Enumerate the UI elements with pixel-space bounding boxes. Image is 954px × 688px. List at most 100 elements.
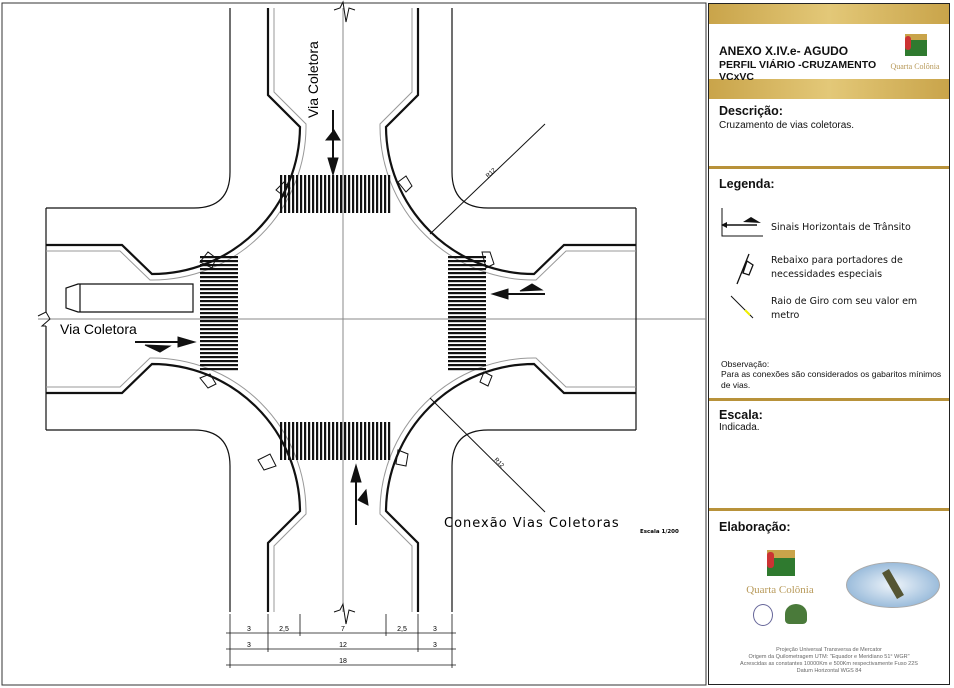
crosswalk-south-stripe [304, 422, 307, 460]
curb-ramp-icon [736, 253, 754, 285]
footer-line: Acrescidas as constantes 10000Km e 500Km… [740, 661, 918, 667]
crosswalk-west-stripe [200, 276, 238, 279]
crosswalk-south-stripe [344, 422, 347, 460]
dim-label: 3 [247, 642, 251, 649]
crosswalk-west-stripe [200, 320, 238, 323]
observacao-title: Observação: [721, 359, 770, 369]
crosswalk-east-stripe [448, 308, 486, 311]
crosswalk-west-stripe [200, 344, 238, 347]
crosswalk-south-stripe [360, 422, 363, 460]
curbs [46, 8, 636, 612]
road-outer-edges [45, 8, 637, 612]
crosswalk-east-stripe [448, 352, 486, 355]
crosswalk-east-stripe [448, 348, 486, 351]
legend-item-text: Sinais Horizontais de Trânsito [771, 222, 911, 233]
tree-logo-icon [785, 604, 807, 624]
radius-label-se: R12 [493, 457, 505, 469]
quarta-colonia-logo: Quarta Colônia [885, 28, 945, 78]
arrow-south-lane-icon [350, 463, 369, 525]
crosswalk-east-stripe [448, 280, 486, 283]
crosswalk-north-stripe [388, 175, 391, 213]
escala-text: Indicada. [719, 422, 760, 433]
satellite-logo-icon [846, 562, 940, 608]
crosswalk-west-stripe [200, 332, 238, 335]
crosswalk-south-stripe [376, 422, 379, 460]
footer-line: Origem da Quilometragem UTM: "Equador e … [748, 654, 910, 660]
crosswalk-south-stripe [308, 422, 311, 460]
crosswalk-north-stripe [344, 175, 347, 213]
crosswalk-west-stripe [200, 360, 238, 363]
radius-label-ne: R12 [485, 167, 498, 179]
crosswalk-north-stripe [304, 175, 307, 213]
crosswalk-south-stripe [340, 422, 343, 460]
crosswalk-east-stripe [448, 360, 486, 363]
crosswalk-west-stripe [200, 268, 238, 271]
crosswalk-east-stripe [448, 332, 486, 335]
crosswalk-east-stripe [448, 356, 486, 359]
legenda-title: Legenda: [719, 177, 775, 191]
curb-ramp-icon [395, 449, 409, 467]
crosswalk-west-stripe [200, 284, 238, 287]
crosswalk-south-stripe [332, 422, 335, 460]
title-block: ANEXO X.IV.e- AGUDO PERFIL VIÁRIO -CRUZA… [708, 3, 950, 685]
crosswalk-north-stripe [300, 175, 303, 213]
legend-item-text: Rebaixo para portadores de necessidades … [771, 255, 903, 280]
logo-text: Quarta Colônia [746, 584, 814, 596]
crosswalk-west-stripe [200, 288, 238, 291]
crosswalk-south-stripe [296, 422, 299, 460]
crosswalk-south-stripe [280, 422, 283, 460]
crosswalk-north-stripe [284, 175, 287, 213]
crosswalk-west-stripe [200, 348, 238, 351]
crosswalk-north-stripe [376, 175, 379, 213]
footer-line: Projeção Universal Transversa de Mercato… [776, 647, 882, 653]
quarta-colonia-logo: Quarta Colônia [735, 550, 825, 630]
via-coletora-vertical-label: Via Coletora [305, 41, 321, 118]
crosswalk-east-stripe [448, 300, 486, 303]
crosswalk-north-stripe [332, 175, 335, 213]
crosswalk-south-stripe [348, 422, 351, 460]
logo-text: Quarta Colônia [890, 62, 940, 71]
crosswalk-west-stripe [200, 368, 238, 371]
crosswalk-south-stripe [364, 422, 367, 460]
crosswalk-north-stripe [360, 175, 363, 213]
escala-title: Escala: [719, 408, 763, 422]
intersection-drawing: R12 R12 Via Coletora Via Coletora Conexã… [1, 0, 707, 686]
crosswalk-south-stripe [368, 422, 371, 460]
title-line-1: ANEXO X.IV.e- AGUDO [719, 44, 849, 58]
crosswalk-north-stripe [372, 175, 375, 213]
arrow-west-lane-icon [135, 336, 197, 353]
crosswalk-north-stripe [336, 175, 339, 213]
curb-ramp-icon [397, 175, 413, 193]
break-mark-bottom [333, 602, 356, 625]
crosswalk-east-stripe [448, 304, 486, 307]
descricao-title: Descrição: [719, 104, 783, 118]
crosswalk-south-stripe [320, 422, 323, 460]
dim-label: 7 [341, 626, 345, 633]
radius-line-ne [429, 123, 546, 235]
crosswalk-east-stripe [448, 272, 486, 275]
crosswalk-west-stripe [200, 364, 238, 367]
crosswalk-north-stripe [320, 175, 323, 213]
descricao-text: Cruzamento de vias coletoras. [719, 120, 855, 131]
dim-label: 18 [339, 658, 347, 665]
crosswalk-north-stripe [340, 175, 343, 213]
dimension-lines [226, 614, 456, 668]
curb-ramp-icon [275, 181, 291, 199]
crosswalk-east-stripe [448, 256, 486, 259]
crosswalk-north-stripe [296, 175, 299, 213]
crosswalk-south-stripe [284, 422, 287, 460]
divider [709, 398, 949, 401]
curb-ramp-icon [199, 251, 217, 269]
crosswalk-south-stripe [288, 422, 291, 460]
crosswalk-west-stripe [200, 312, 238, 315]
dimension-labels: 3 2,5 7 2,5 3 3 12 3 18 [247, 626, 437, 665]
crosswalk-south-stripe [380, 422, 383, 460]
crosswalk-north-stripe [384, 175, 387, 213]
dim-label: 3 [433, 642, 437, 649]
crosswalk-south-stripe [312, 422, 315, 460]
crosswalk-east-stripe [448, 268, 486, 271]
crosswalk-south-stripe [384, 422, 387, 460]
elaboracao-title: Elaboração: [719, 520, 791, 534]
header-band-top [709, 4, 949, 24]
dim-label: 12 [339, 642, 347, 649]
